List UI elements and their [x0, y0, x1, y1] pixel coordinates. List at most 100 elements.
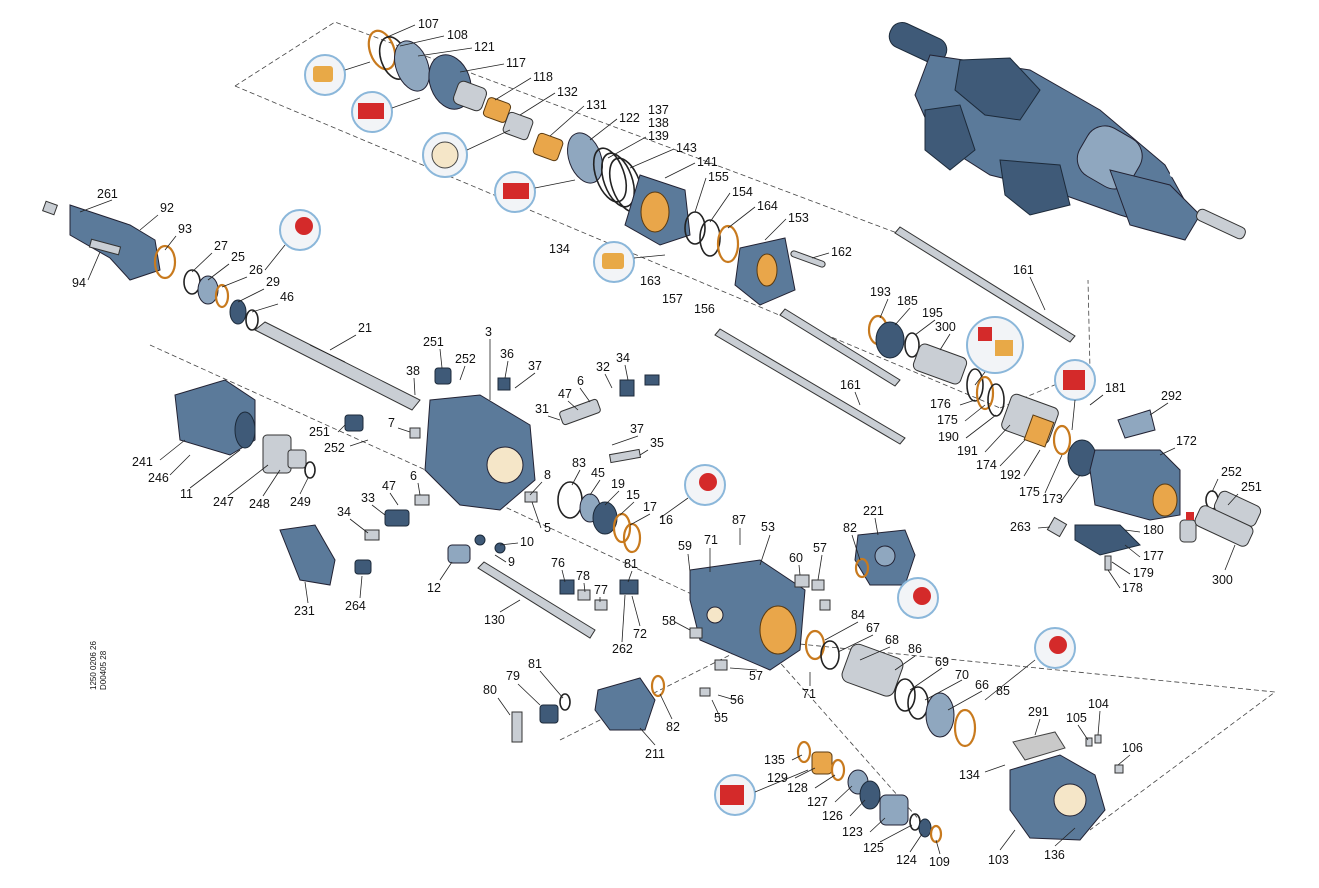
- label-32: 32: [596, 360, 610, 374]
- label-105: 105: [1066, 711, 1087, 725]
- label-291: 291: [1028, 705, 1049, 719]
- label-85: 85: [996, 684, 1010, 698]
- label-12: 12: [427, 581, 441, 595]
- label-252-mid: 252: [324, 441, 345, 455]
- label-81-top: 81: [624, 557, 638, 571]
- label-26: 26: [249, 263, 263, 277]
- label-178: 178: [1122, 581, 1143, 595]
- label-123: 123: [842, 825, 863, 839]
- label-118: 118: [533, 70, 553, 84]
- label-141: 141: [697, 155, 718, 169]
- label-15: 15: [626, 488, 640, 502]
- label-31: 31: [535, 402, 549, 416]
- label-130: 130: [484, 613, 505, 627]
- label-16: 16: [659, 513, 673, 527]
- label-252-top: 252: [455, 352, 476, 366]
- label-6-top: 6: [577, 374, 584, 388]
- label-251-top: 251: [423, 335, 444, 349]
- rotation-shaft-group: [42, 200, 421, 411]
- label-78: 78: [576, 569, 590, 583]
- label-60: 60: [789, 551, 803, 565]
- label-34-mid: 34: [337, 505, 351, 519]
- label-172: 172: [1176, 434, 1197, 448]
- label-180: 180: [1143, 523, 1164, 537]
- label-154: 154: [732, 185, 753, 199]
- label-108: 108: [447, 28, 468, 42]
- label-138: 138: [648, 116, 669, 130]
- label-292: 292: [1161, 389, 1182, 403]
- label-84: 84: [851, 608, 865, 622]
- label-129: 129: [767, 771, 788, 785]
- drive-shaft-group: [447, 544, 639, 639]
- label-156: 156: [694, 302, 715, 316]
- label-46: 46: [280, 290, 294, 304]
- part-number-labels: 107 108 121 117 118 132 131 122 137 138 …: [72, 17, 1262, 869]
- drawing-code-2: D00405 28: [99, 650, 108, 690]
- label-9: 9: [508, 555, 515, 569]
- label-251-right: 251: [1241, 480, 1262, 494]
- label-124: 124: [896, 853, 917, 867]
- label-93: 93: [178, 222, 192, 236]
- label-174: 174: [976, 458, 997, 472]
- label-10: 10: [520, 535, 534, 549]
- callout-bubbles-upper: [304, 54, 666, 283]
- label-162: 162: [831, 245, 852, 259]
- label-27: 27: [214, 239, 228, 253]
- label-6-mid: 6: [410, 469, 417, 483]
- front-head-group: [714, 731, 1124, 844]
- label-47-top: 47: [558, 387, 572, 401]
- label-3: 3: [485, 325, 492, 339]
- label-247: 247: [213, 495, 234, 509]
- label-56: 56: [730, 693, 744, 707]
- label-179: 179: [1133, 566, 1154, 580]
- label-35: 35: [650, 436, 664, 450]
- label-121: 121: [474, 40, 495, 54]
- label-45: 45: [591, 466, 605, 480]
- leader-lines: [79, 24, 1239, 855]
- label-157: 157: [662, 292, 683, 306]
- rear-damper-group: [867, 314, 1262, 571]
- label-21: 21: [358, 321, 372, 335]
- label-94: 94: [72, 276, 86, 290]
- rotation-motor-group: [174, 379, 372, 586]
- label-17: 17: [643, 500, 657, 514]
- label-181: 181: [1105, 381, 1126, 395]
- label-53: 53: [761, 520, 775, 534]
- label-132: 132: [557, 85, 578, 99]
- label-107: 107: [418, 17, 439, 31]
- label-5: 5: [544, 521, 551, 535]
- label-104: 104: [1088, 697, 1109, 711]
- label-106: 106: [1122, 741, 1143, 755]
- label-29: 29: [266, 275, 280, 289]
- drawing-reference-codes: 1250 0206 26 D00405 28: [89, 641, 108, 690]
- label-66: 66: [975, 678, 989, 692]
- label-71-lower: 71: [802, 687, 816, 701]
- label-109: 109: [929, 855, 950, 869]
- label-185: 185: [897, 294, 918, 308]
- drawing-code-1: 1250 0206 26: [89, 641, 98, 690]
- label-128: 128: [787, 781, 808, 795]
- label-153: 153: [788, 211, 809, 225]
- label-76: 76: [551, 556, 565, 570]
- tie-rods: [714, 226, 1076, 445]
- label-131: 131: [586, 98, 607, 112]
- label-55: 55: [714, 711, 728, 725]
- label-7: 7: [388, 416, 395, 430]
- valve-cover-group: [511, 674, 711, 743]
- label-192: 192: [1000, 468, 1021, 482]
- label-126: 126: [822, 809, 843, 823]
- percussion-housing-group: [689, 529, 1076, 748]
- label-221: 221: [863, 504, 884, 518]
- label-135: 135: [764, 753, 785, 767]
- label-38: 38: [406, 364, 420, 378]
- gear-housing-group: [344, 367, 726, 554]
- label-117: 117: [506, 56, 526, 70]
- label-264: 264: [345, 599, 366, 613]
- label-11: 11: [180, 487, 193, 501]
- label-82-lower: 82: [666, 720, 680, 734]
- label-8: 8: [544, 468, 551, 482]
- label-70: 70: [955, 668, 969, 682]
- label-173: 173: [1042, 492, 1063, 506]
- label-92: 92: [160, 201, 174, 215]
- label-127: 127: [807, 795, 828, 809]
